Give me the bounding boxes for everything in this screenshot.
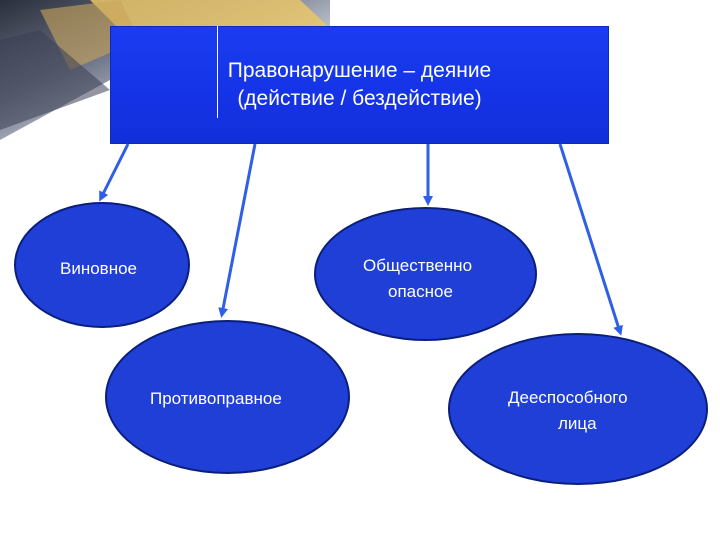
- node-unlawful-label: Противоправное: [150, 389, 282, 408]
- node-capable-line1: Дееспособного: [508, 388, 628, 407]
- root-concept-box: Правонарушение – деяние (действие / безд…: [110, 26, 609, 144]
- arrow-to-capable: [558, 143, 623, 336]
- node-unlawful: Противоправное: [105, 320, 350, 474]
- node-socially-dangerous: Общественно опасное: [314, 207, 537, 341]
- arrow-to-unlawful: [218, 143, 257, 318]
- root-concept-line2: (действие / бездействие): [237, 87, 482, 110]
- node-guilty: Виновное: [14, 202, 190, 328]
- arrow-to-guilty: [99, 143, 130, 202]
- node-guilty-label: Виновное: [60, 259, 138, 278]
- node-dangerous-line2: опасное: [388, 282, 453, 301]
- node-capable-line2: лица: [558, 414, 597, 433]
- node-dangerous-line1: Общественно: [363, 256, 473, 275]
- cursor-line: [217, 26, 218, 118]
- root-concept-line1: Правонарушение – деяние: [227, 59, 492, 82]
- node-legally-capable: Дееспособного лица: [448, 333, 708, 485]
